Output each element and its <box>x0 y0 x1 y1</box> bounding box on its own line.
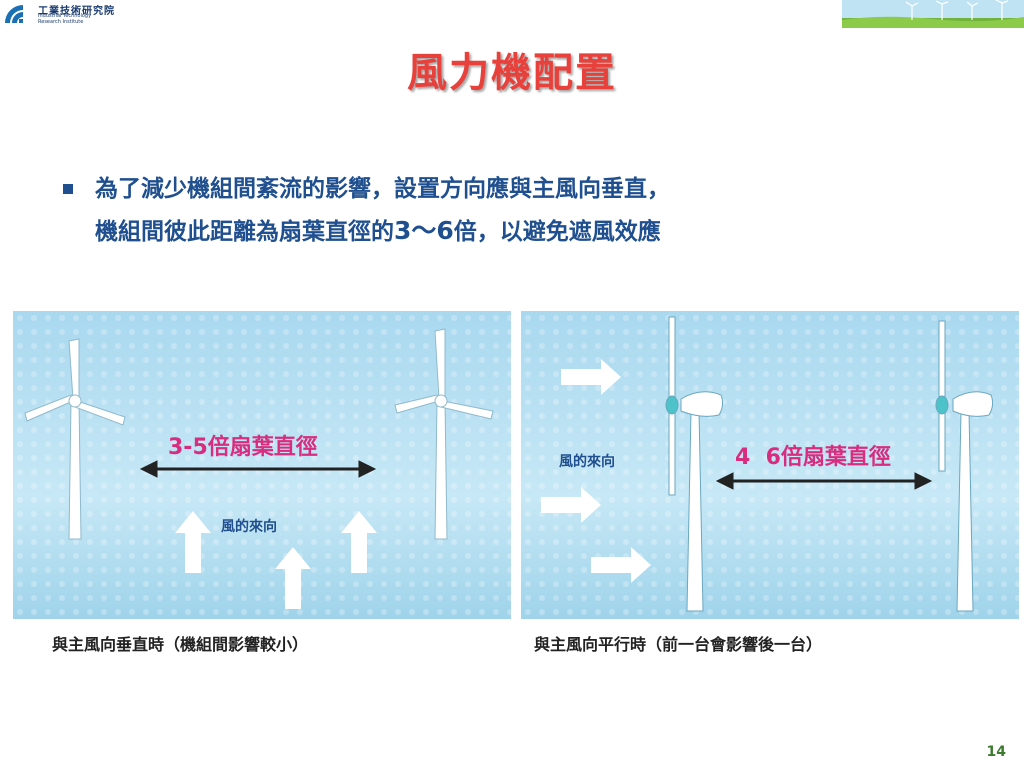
figure-parallel: 4 6倍扇葉直徑 風的來向 <box>521 311 1019 619</box>
bullet-square-icon <box>63 184 73 194</box>
logo-chinese-name: 工業技術研究院 <box>38 6 115 17</box>
header-windfarm-banner <box>842 0 1024 28</box>
slide-title: 風力機配置 <box>407 50 617 96</box>
bullet-line-1: 為了減少機組間紊流的影響，設置方向應與主風向垂直， <box>95 176 670 202</box>
turbine-rear-icon <box>935 320 994 612</box>
turbine-front-icon <box>665 316 724 612</box>
distance-label-perpendicular: 3-5倍扇葉直徑 <box>168 435 318 460</box>
distance-double-arrow-icon <box>139 460 377 478</box>
figure-perpendicular: 3-5倍扇葉直徑 風的來向 <box>13 311 511 619</box>
caption-perpendicular: 與主風向垂直時（機組間影響較小） <box>52 635 309 654</box>
turbine-left-icon <box>24 338 126 540</box>
wind-right-arrow-icon <box>541 359 651 583</box>
page-number: 14 <box>986 744 1006 760</box>
wind-up-arrow-icon <box>175 511 377 609</box>
itri-logo-icon <box>2 2 26 26</box>
itri-logo: 工業技術研究院 Industrial Technology Research I… <box>2 2 132 28</box>
turbine-right-icon <box>394 328 494 540</box>
distance-double-arrow-icon <box>715 472 933 490</box>
logo-english-name: Industrial Technology Research Institute <box>38 13 92 25</box>
wind-direction-label-parallel: 風的來向 <box>559 454 615 470</box>
caption-parallel: 與主風向平行時（前一台會影響後一台） <box>534 635 823 654</box>
figure-parallel-illustration <box>521 311 1019 619</box>
wind-direction-label-perpendicular: 風的來向 <box>221 519 277 535</box>
bullet-line-2: 機組間彼此距離為扇葉直徑的3～6倍，以避免遮風效應 <box>95 216 661 245</box>
bullet-text: 為了減少機組間紊流的影響，設置方向應與主風向垂直， 機組間彼此距離為扇葉直徑的3… <box>95 168 975 253</box>
figure-perpendicular-illustration <box>13 311 511 619</box>
distance-label-parallel: 4 6倍扇葉直徑 <box>735 445 891 470</box>
bullet-range-bold: 3～6 <box>394 216 454 245</box>
